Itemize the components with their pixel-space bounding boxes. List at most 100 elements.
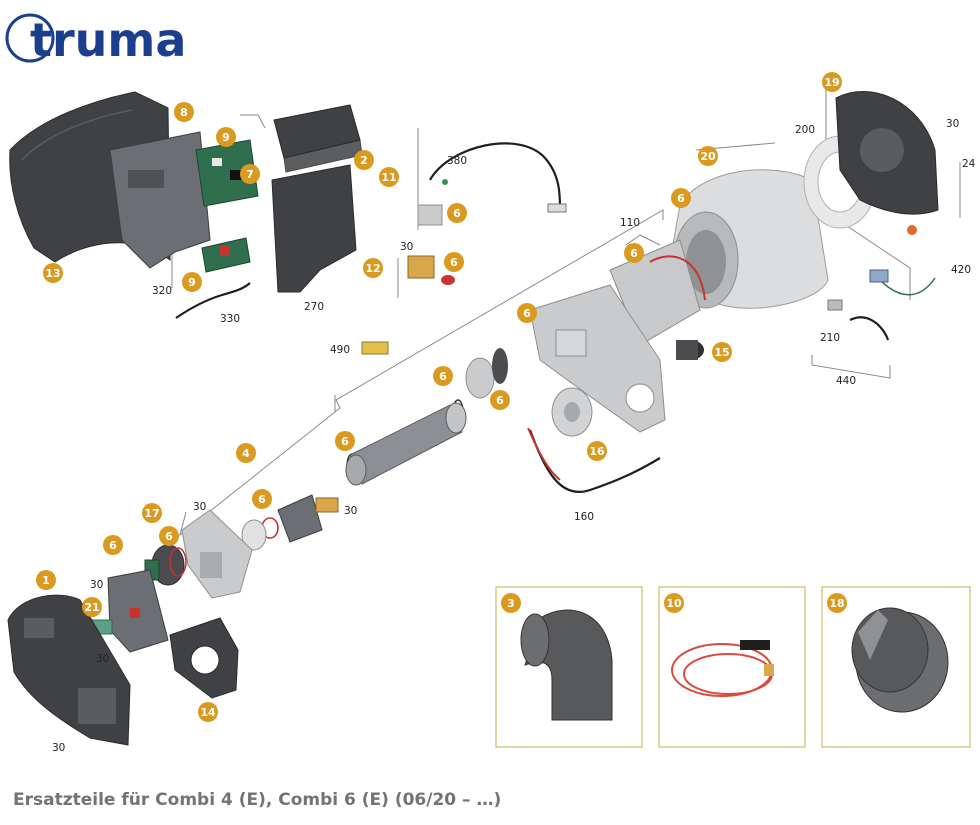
svg-text:15: 15 (714, 346, 729, 359)
badge: 6 (447, 203, 467, 223)
badge: 10 (664, 593, 684, 613)
part-19-rear-cover (835, 91, 939, 215)
label: 30 (90, 579, 103, 591)
badge: 6 (517, 303, 537, 323)
label: 330 (220, 313, 240, 325)
part-gaskets (346, 348, 508, 479)
badge: 9 (182, 272, 202, 292)
part-2-cover (273, 104, 363, 173)
badge: 7 (240, 164, 260, 184)
part-160-cable (528, 429, 661, 493)
badge: 6 (159, 526, 179, 546)
svg-text:12: 12 (365, 262, 380, 275)
svg-text:9: 9 (222, 131, 230, 144)
svg-text:4: 4 (242, 447, 250, 460)
label: 30 (344, 505, 357, 517)
badge: 19 (822, 72, 842, 92)
part-490-module (361, 341, 389, 355)
svg-text:14: 14 (200, 706, 216, 719)
svg-text:16: 16 (589, 445, 605, 458)
svg-text:21: 21 (84, 601, 99, 614)
inset-part-10 (658, 586, 806, 748)
svg-text:9: 9 (188, 276, 196, 289)
page-caption: Ersatzteile für Combi 4 (E), Combi 6 (E)… (13, 790, 502, 810)
badge: 21 (82, 597, 102, 617)
svg-text:8: 8 (180, 106, 188, 119)
label: 200 (795, 124, 815, 136)
badge: 11 (379, 167, 399, 187)
badge: 8 (174, 102, 194, 122)
label: 420 (951, 264, 971, 276)
part-4-burner (241, 494, 339, 551)
badge: 2 (354, 150, 374, 170)
badge: 13 (43, 263, 63, 283)
label: 210 (820, 332, 840, 344)
svg-text:7: 7 (246, 168, 254, 181)
label: 30 (96, 653, 109, 665)
badge: 16 (587, 441, 607, 461)
inset-part-18 (821, 586, 971, 748)
part-number-labels: 380 30 320 330 270 490 110 200 30 24 420… (52, 118, 976, 754)
part-shield-plate (181, 509, 253, 599)
svg-text:6: 6 (258, 493, 266, 506)
svg-text:18: 18 (829, 597, 844, 610)
part-330-cable (175, 282, 251, 319)
badge: 6 (433, 366, 453, 386)
label: 380 (447, 155, 467, 167)
badge: 6 (252, 489, 272, 509)
badge: 6 (671, 188, 691, 208)
svg-text:6: 6 (341, 435, 349, 448)
label: 30 (52, 742, 65, 754)
logo-text: truma (30, 13, 186, 67)
part-440-wiring-harness (827, 225, 936, 341)
badge: 14 (198, 702, 218, 722)
badge: 6 (624, 243, 644, 263)
label: 270 (304, 301, 324, 313)
badge: 15 (712, 342, 732, 362)
label: 30 (946, 118, 959, 130)
part-mounting-plate (107, 569, 169, 653)
badge: 9 (216, 127, 236, 147)
badge: 20 (698, 146, 718, 166)
svg-text:19: 19 (824, 76, 839, 89)
part-main-casting (529, 284, 666, 433)
svg-text:2: 2 (360, 154, 368, 167)
label: 320 (152, 285, 172, 297)
label: 440 (836, 375, 856, 387)
svg-text:11: 11 (381, 171, 396, 184)
badge: 12 (363, 258, 383, 278)
badge: 4 (236, 443, 256, 463)
badge: 6 (444, 252, 464, 272)
label: 30 (400, 241, 413, 253)
svg-text:6: 6 (496, 394, 504, 407)
part-number-badges: 13 8 9 9 7 2 11 6 12 6 20 6 6 19 6 15 6 … (36, 72, 847, 722)
svg-text:20: 20 (700, 150, 716, 163)
svg-text:10: 10 (666, 597, 682, 610)
part-8-control-housing (109, 131, 211, 269)
label: 490 (330, 344, 350, 356)
label: 30 (193, 501, 206, 513)
svg-text:17: 17 (144, 507, 159, 520)
truma-logo: truma (5, 13, 186, 67)
svg-text:6: 6 (523, 307, 531, 320)
label: 160 (574, 511, 594, 523)
svg-text:3: 3 (507, 597, 515, 610)
part-15-motor (676, 340, 704, 360)
inset-part-3 (495, 586, 643, 748)
badge: 6 (490, 390, 510, 410)
part-14-flange-cover (169, 617, 239, 699)
svg-text:6: 6 (677, 192, 685, 205)
svg-text:6: 6 (630, 247, 638, 260)
part-12-valve-block (407, 255, 455, 285)
svg-text:1: 1 (42, 574, 50, 587)
badge: 17 (142, 503, 162, 523)
svg-text:13: 13 (45, 267, 60, 280)
part-20-heat-exchanger-housing (671, 169, 829, 309)
label: 24 (962, 158, 976, 170)
badge: 3 (501, 593, 521, 613)
badge: 6 (103, 535, 123, 555)
part-270-front-panel (271, 164, 357, 293)
part-1-front-cover (7, 594, 131, 746)
part-9-circuit-boards (195, 139, 259, 273)
